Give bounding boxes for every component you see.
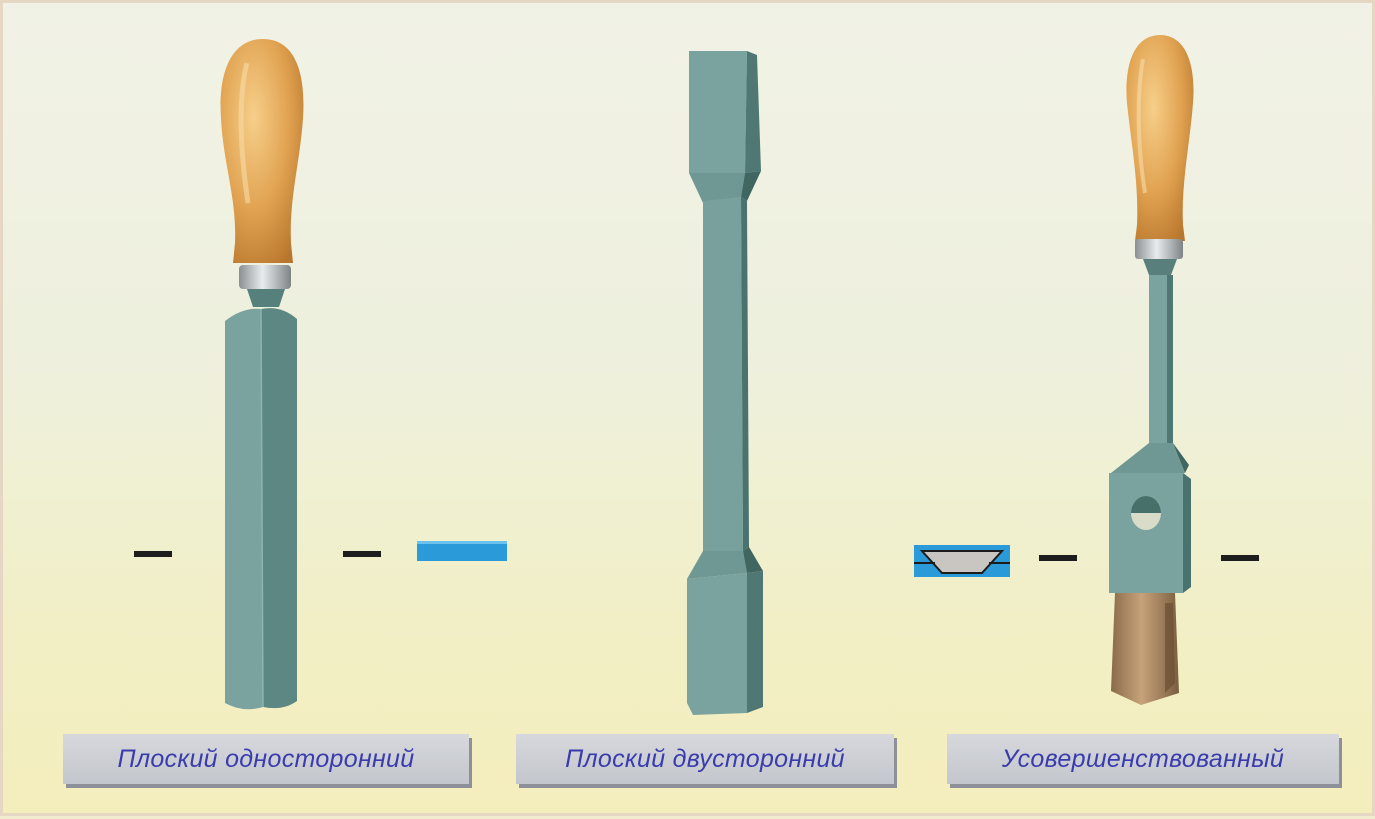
trapezoid-section-icon [914, 545, 1010, 577]
double-sided-flat-wrench-icon [687, 51, 763, 715]
caption-single-sided: Плоский односторонний [63, 734, 469, 784]
flat-section-icon [417, 541, 507, 561]
caption-improved: Усовершенствованный [947, 734, 1339, 784]
improved-wrench-icon [1109, 35, 1194, 705]
tools-illustration [3, 3, 1375, 819]
single-sided-flat-wrench-icon [221, 39, 304, 709]
caption-double-sided: Плоский двусторонний [516, 734, 894, 784]
